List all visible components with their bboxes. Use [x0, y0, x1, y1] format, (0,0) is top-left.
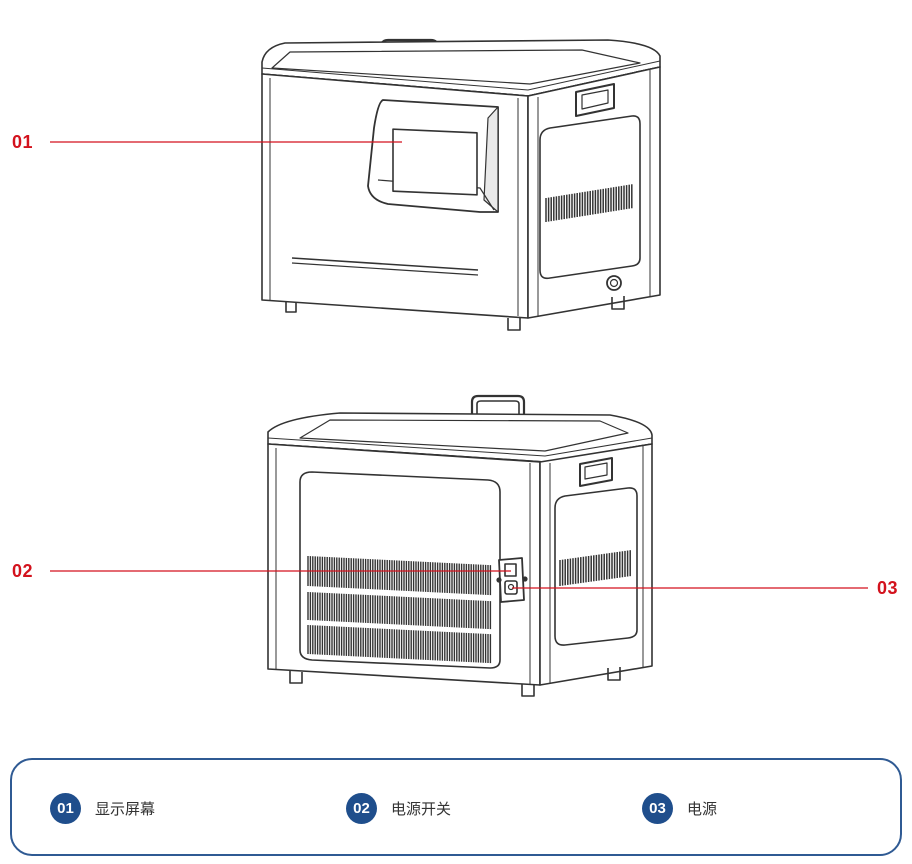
legend-label: 显示屏幕 — [95, 800, 156, 818]
display-screen — [392, 128, 478, 196]
legend-badge: 03 — [642, 793, 673, 824]
power-switch-module — [496, 557, 528, 603]
legend-item-power: 03 电源 — [642, 793, 717, 824]
legend-item-display-screen: 01 显示屏幕 — [50, 793, 155, 824]
device-rear-view — [267, 394, 653, 697]
rear-vent-grille — [307, 556, 492, 664]
legend-badge: 02 — [346, 793, 377, 824]
legend-label: 电源开关 — [391, 800, 452, 818]
side-vent-grille-rear — [559, 550, 631, 586]
power-switch — [504, 563, 517, 577]
legend-panel: 01 显示屏幕 02 电源开关 03 电源 — [10, 758, 902, 856]
legend-label: 电源 — [687, 800, 718, 818]
legend-badge: 01 — [50, 793, 81, 824]
callout-label-03: 03 — [877, 578, 899, 598]
callout-label-02: 02 — [12, 561, 34, 581]
side-vent-grille — [545, 184, 633, 222]
device-front-view — [261, 38, 661, 331]
legend-item-power-switch: 02 电源开关 — [346, 793, 451, 824]
callout-label-01: 01 — [12, 132, 34, 152]
